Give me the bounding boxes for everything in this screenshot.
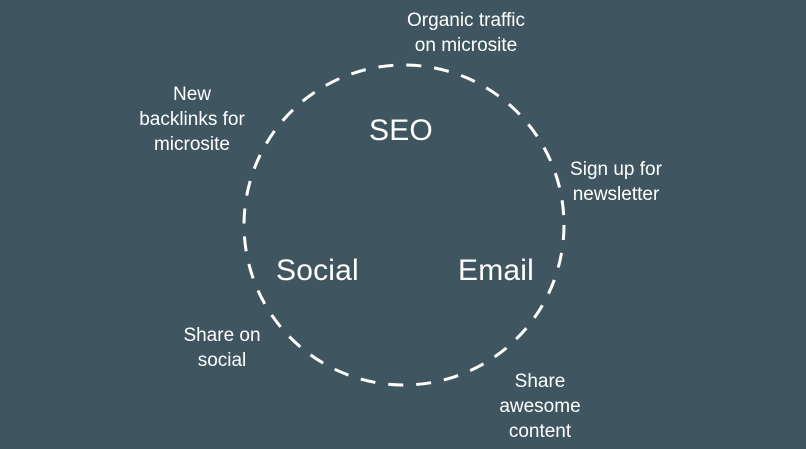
sign-up-label: Sign up for newsletter <box>563 157 669 207</box>
share-social-line-1: Share on <box>183 325 261 346</box>
share-content-line-1: Share <box>514 371 566 392</box>
new-backlinks-line-3: microsite <box>153 134 230 155</box>
sign-up-line-2: newsletter <box>572 184 660 205</box>
share-social-label: Share on social <box>175 323 269 373</box>
new-backlinks-label: New backlinks for microsite <box>128 82 256 157</box>
organic-traffic-line-1: Organic traffic <box>407 10 525 31</box>
share-social-line-2: social <box>197 350 247 371</box>
seo-node-label: SEO <box>369 114 433 147</box>
new-backlinks-line-1: New <box>172 84 211 105</box>
sign-up-line-1: Sign up for <box>570 159 662 180</box>
share-content-label: Share awesome content <box>494 369 586 444</box>
social-node-label: Social <box>276 254 359 287</box>
email-node-label: Email <box>458 254 535 287</box>
organic-traffic-label: Organic traffic on microsite <box>398 8 534 58</box>
share-content-line-3: content <box>508 421 572 442</box>
organic-traffic-line-2: on microsite <box>414 35 518 56</box>
share-content-line-2: awesome <box>499 396 581 417</box>
new-backlinks-line-2: backlinks for <box>139 109 245 130</box>
